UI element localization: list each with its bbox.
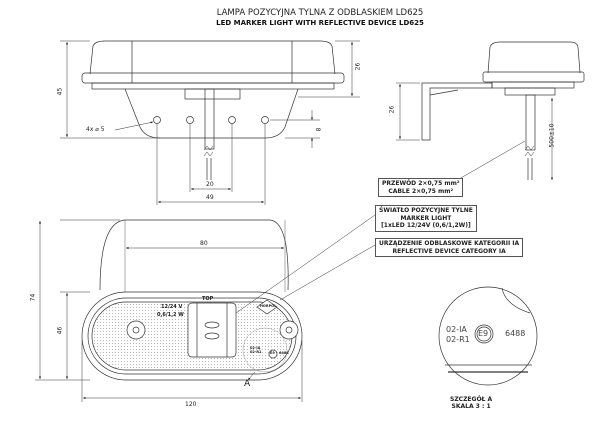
title-pl: LAMPA POZYCYJNA TYLNA Z ODBLASKIEM LD625 <box>216 8 424 18</box>
title-en: LED MARKER LIGHT WITH REFLECTIVE DEVICE … <box>216 19 424 27</box>
dim-bracket-height: 26 <box>388 105 396 114</box>
callout-marker-pl: ŚWIATŁO POZYCYJNE TYLNE <box>379 207 473 214</box>
dim-width-top: 80 <box>200 240 208 247</box>
detail-code1: 02-IA <box>446 325 467 334</box>
lens-brand-logo: HORPOL <box>260 304 277 308</box>
dim-hole-spacing-outer: 49 <box>206 194 214 201</box>
detail-scale: SKALA 3 : 1 <box>451 403 491 410</box>
dim-hole-spacing-inner: 20 <box>206 181 214 188</box>
detail-a-circle <box>438 286 538 386</box>
callout-reflector-en: REFLECTIVE DEVICE CATEGORY IA <box>392 247 506 255</box>
callout-reflector: URZĄDZENIE ODBLASKOWE KATEGORII IA REFLE… <box>375 238 524 257</box>
callout-marker-en: MARKER LIGHT <box>400 214 452 222</box>
dim-cable-length: 500±10 <box>548 123 556 148</box>
detail-marker-label: A <box>244 379 251 389</box>
detail-codes: 02-IA 02-R1 <box>446 325 470 345</box>
top-view-dimension-lines <box>60 40 360 205</box>
callout-marker: ŚWIATŁO POZYCYJNE TYLNE MARKER LIGHT [1x… <box>375 205 477 232</box>
detail-e-mark: E9 <box>478 329 489 338</box>
detail-title: SZCZEGÓŁ A <box>450 396 493 403</box>
lens-code1: 02-IA <box>250 346 261 350</box>
dim-hole-spec: 4x ⌀ 5 <box>86 126 105 133</box>
dim-body-height: 26 <box>354 62 362 71</box>
leader-lines <box>211 140 526 331</box>
detail-caption: SZCZEGÓŁ A SKALA 3 : 1 <box>450 396 492 410</box>
detail-code2: 02-R1 <box>446 335 470 344</box>
callout-cable: PRZEWÓD 2×0,75 mm² CABLE 2×0,75 mm² <box>378 178 464 197</box>
side-view <box>396 41 585 180</box>
lens-code2: 02-R1 <box>250 350 262 354</box>
callout-cable-pl: PRZEWÓD 2×0,75 mm² <box>382 180 460 187</box>
lens-codes: 02-IA 02-R1 <box>250 346 261 354</box>
dim-hole-offset: 8 <box>315 127 323 132</box>
lens-power: 0,6/1,2 W <box>157 312 184 318</box>
top-view <box>81 40 345 180</box>
dim-width-total: 120 <box>185 401 197 408</box>
dim-height-front: 74 <box>29 293 37 302</box>
lens-top-label: TOP <box>202 296 214 302</box>
front-view <box>35 219 303 402</box>
detail-approval-number: 6488 <box>505 329 526 338</box>
callout-reflector-pl: URZĄDZENIE ODBLASKOWE KATEGORII IA <box>379 240 520 247</box>
dim-height-lens: 46 <box>56 326 64 335</box>
callout-cable-en: CABLE 2×0,75 mm² <box>388 187 454 195</box>
dim-height-total: 45 <box>56 87 64 96</box>
lens-e-mark: E9 <box>270 351 275 355</box>
lens-approval-number: 6488 <box>279 351 289 355</box>
lens-voltage: 12/24 V <box>161 304 183 310</box>
callout-marker-spec: [1xLED 12/24V (0,6/1,2W)] <box>381 222 471 229</box>
